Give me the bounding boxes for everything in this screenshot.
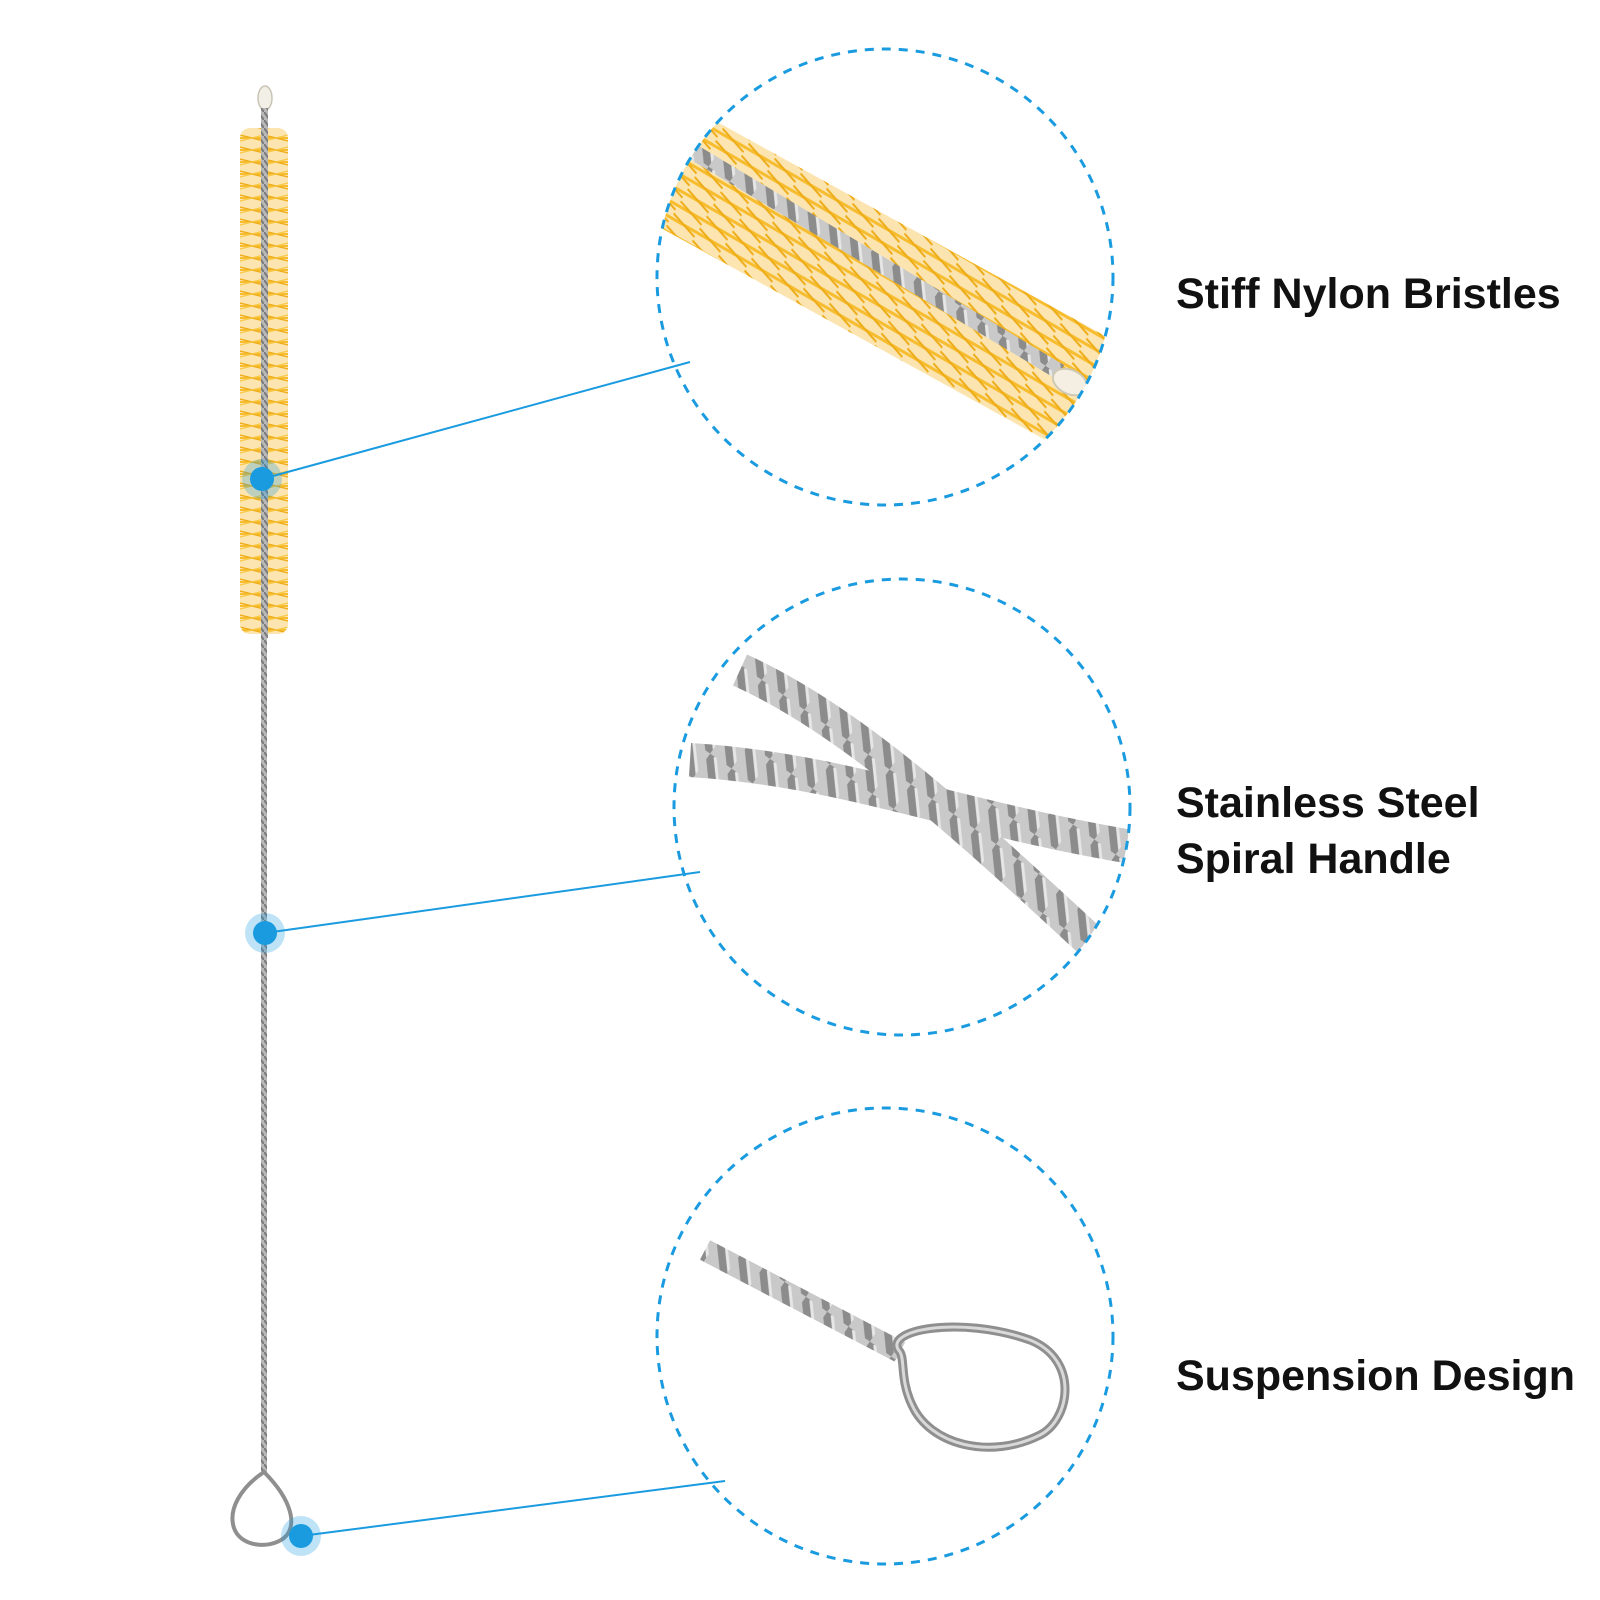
spiral-handle-detail-icon [672, 577, 1132, 1037]
hanging-loop [230, 1469, 294, 1547]
brush-tip [257, 85, 273, 111]
feature-label-line: Stiff Nylon Bristles [1176, 270, 1561, 318]
feature-label-bristles: Stiff Nylon Bristles [1176, 266, 1561, 322]
feature-label-line: Spiral Handle [1176, 835, 1451, 883]
callout-connectors [242, 361, 726, 1556]
feature-label-loop: Suspension Design [1176, 1348, 1575, 1404]
cleaning-brush-icon [230, 85, 294, 1547]
feature-label-handle: Stainless Steel Spiral Handle [1176, 775, 1480, 887]
feature-label-line: Stainless Steel [1176, 779, 1480, 827]
spiral-handle [261, 634, 267, 1474]
feature-label-line: Suspension Design [1176, 1352, 1576, 1400]
bristle-detail-icon [655, 47, 1115, 507]
hanging-loop-detail-icon [655, 1106, 1115, 1566]
